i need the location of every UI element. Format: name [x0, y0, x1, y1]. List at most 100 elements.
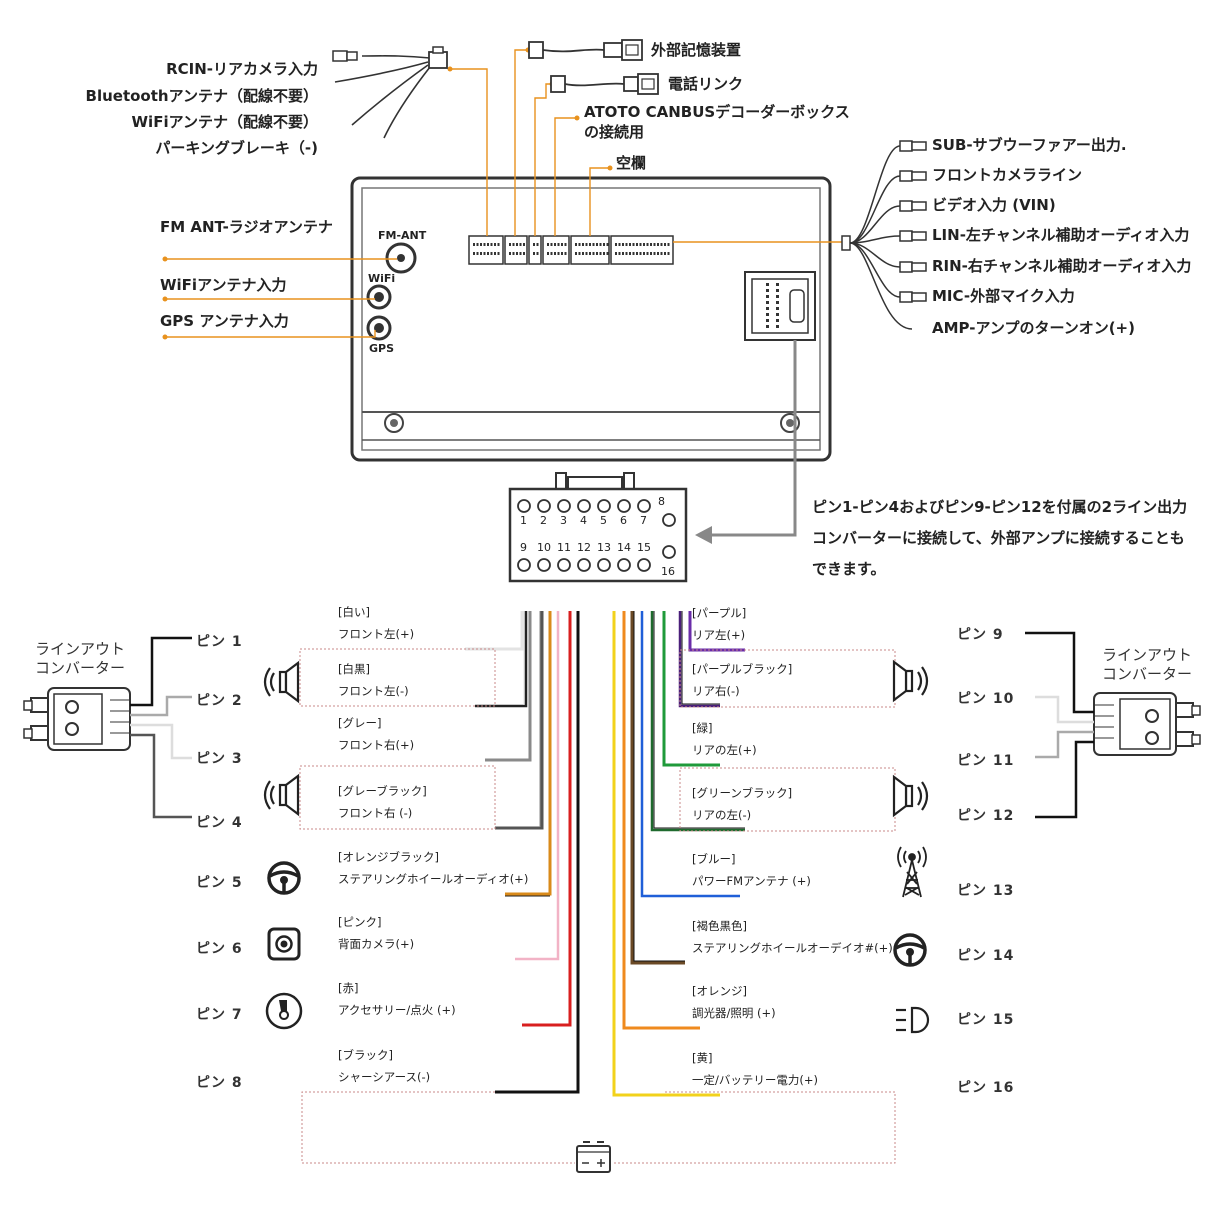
pin-number: 4 — [580, 514, 587, 527]
wire-color-label: [褐色黒色] — [692, 919, 747, 933]
pin-number: 2 — [540, 514, 547, 527]
steering-wheel-icon — [893, 933, 927, 967]
wire-desc-label: リアの左(+) — [692, 743, 757, 757]
wire-color-label: [赤] — [338, 981, 359, 995]
rcin-label: RCIN-リアカメラ入力 — [166, 60, 318, 78]
rca-bundle-plug-icon — [841, 235, 851, 251]
pin-number: 6 — [620, 514, 627, 527]
wire-color-label: [ピンク] — [338, 915, 382, 929]
usb-plug-icon — [528, 39, 643, 61]
pin-label: ピン 11 — [957, 753, 1015, 769]
plug-icon — [428, 51, 448, 69]
pin-label: ピン 12 — [957, 808, 1015, 824]
wire-desc-label: 調光器/照明 (+) — [692, 1006, 776, 1020]
rca-plug-icon — [899, 291, 913, 303]
pin-label: ピン 4 — [196, 815, 243, 831]
pin-number: 9 — [520, 541, 527, 554]
pin-label: ピン 7 — [196, 1007, 243, 1023]
rca-label: MIC-外部マイク入力 — [932, 287, 1075, 305]
rear-camera-icon — [267, 927, 301, 961]
steering-wheel-icon — [267, 861, 301, 895]
rca-label: AMP-アンプのターンオン(+) — [932, 319, 1135, 337]
wire-desc-label: フロント左(-) — [338, 684, 409, 698]
rca-plug-icon — [332, 50, 348, 62]
bluetooth-label: Bluetoothアンテナ（配線不要） — [85, 87, 318, 105]
wire-desc-label: アクセサリー/点火 (+) — [338, 1003, 456, 1017]
ext-storage-label: 外部記憶装置 — [651, 41, 742, 59]
pin-label: ピン 1 — [196, 634, 243, 650]
speaker-icon — [892, 659, 929, 703]
pin-number: 13 — [597, 541, 611, 554]
wire-desc-label: フロント右(+) — [338, 738, 415, 752]
fm-ant-unit-label: FM-ANT — [378, 229, 427, 242]
rca-plug-icon — [899, 200, 913, 212]
converter-note: ピン1-ピン4およびピン9-ピン12を付属の2ライン出力コンバーターに接続して、… — [812, 498, 1188, 578]
rca-label: RIN-右チャンネル補助オーディオ入力 — [932, 257, 1192, 275]
pin-label: ピン 14 — [957, 948, 1015, 964]
wire-color-label: [グレーブラック] — [338, 784, 427, 798]
pin-number: 15 — [637, 541, 651, 554]
wire-color-label: [白い] — [338, 605, 370, 619]
wire-color-label: [パープル] — [692, 606, 747, 620]
wire-desc-label: 一定/バッテリー電力(+) — [692, 1073, 818, 1087]
wire-color-label: [白黒] — [338, 662, 370, 676]
pin-label: ピン 13 — [957, 883, 1015, 899]
fm-ant-label: FM ANT-ラジオアンテナ — [160, 218, 333, 236]
converter-left-wires — [130, 636, 192, 819]
speaker-icon — [263, 660, 300, 704]
rca-label: SUB-サブウーファアー出力. — [932, 136, 1127, 154]
pin-label: ピン 5 — [196, 875, 243, 891]
line-out-converter-right — [1093, 692, 1201, 756]
wire-color-label: [ブルー] — [692, 852, 736, 866]
wifi-input-label: WiFiアンテナ入力 — [160, 276, 287, 294]
canbus-label-1: ATOTO CANBUSデコーダーボックス — [584, 103, 850, 121]
converter-right-wires — [1025, 631, 1094, 819]
wire-desc-label: リアの左(-) — [692, 808, 752, 822]
wire-color-label: [オレンジブラック] — [338, 850, 439, 864]
rca-label: LIN-左チャンネル補助オーディオ入力 — [932, 226, 1190, 244]
ignition-icon — [265, 992, 303, 1030]
usb-plug-icon — [550, 73, 659, 95]
wire-desc-label: リア右(-) — [692, 684, 740, 698]
speaker-icon — [892, 774, 929, 818]
wifi-label: WiFiアンテナ（配線不要） — [131, 113, 318, 131]
pin-number: 11 — [557, 541, 571, 554]
orange-leaders — [165, 49, 842, 338]
wire-desc-label: ステアリングホイールオーディオ(+) — [338, 872, 529, 886]
pin-number: 3 — [560, 514, 567, 527]
converter-left-label: ラインアウト コンバーター — [34, 640, 125, 677]
pin-label: ピン 10 — [957, 691, 1015, 707]
gps-unit-label: GPS — [369, 342, 395, 355]
rcin-cable-bundle — [334, 55, 431, 139]
wire-desc-label: ステアリングホイールオーデイオ#(+) — [692, 941, 893, 955]
rca-plug-icon — [899, 140, 913, 152]
wire-desc-label: リア左(+) — [692, 628, 746, 642]
socket-pins — [766, 283, 779, 328]
rca-label: フロントカメラライン — [932, 166, 1083, 184]
gray-arrow — [707, 340, 797, 537]
connector-pin-circles — [517, 499, 676, 572]
converter-right-label: ラインアウト コンバーター — [1101, 646, 1192, 683]
pin-number: 7 — [640, 514, 647, 527]
pin-number: 14 — [617, 541, 631, 554]
pin-label: ピン 8 — [196, 1075, 243, 1091]
connector-pins — [473, 243, 670, 255]
wifi-unit-label: WiFi — [368, 272, 396, 285]
rca-plug-icon — [899, 170, 913, 182]
pin-number: 16 — [661, 565, 675, 578]
wire-desc-label: シャーシアース(-) — [338, 1070, 431, 1084]
pin-number: 12 — [577, 541, 591, 554]
antenna-tower-icon — [897, 846, 927, 898]
wire-color-label: [緑] — [692, 721, 713, 735]
wire-color-label: [パープルブラック] — [692, 662, 793, 676]
rca-plug-icon — [899, 261, 913, 273]
wire-color-label: [黄] — [692, 1051, 713, 1065]
dashed-groups — [299, 648, 896, 1164]
gps-input-label: GPS アンテナ入力 — [160, 312, 289, 330]
pin-number: 10 — [537, 541, 551, 554]
parking-brake-label: パーキングブレーキ（-) — [155, 139, 318, 157]
speaker-icon — [263, 773, 300, 817]
battery-icon — [576, 1141, 611, 1173]
